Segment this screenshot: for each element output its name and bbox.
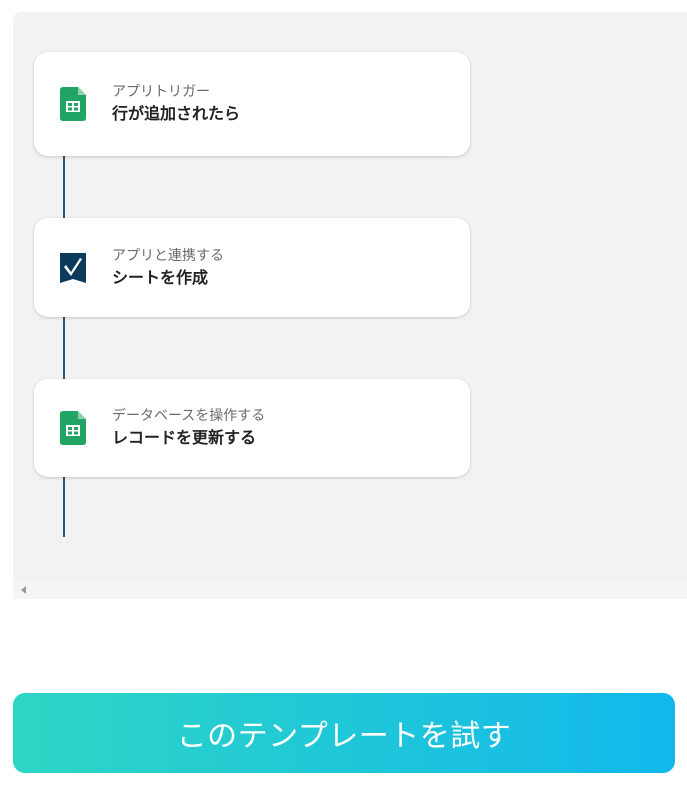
flow-step-trigger[interactable]: アプリトリガー 行が追加されたら xyxy=(34,52,470,156)
flow-step-app-integration[interactable]: アプリと連携する シートを作成 xyxy=(34,218,470,317)
try-template-button[interactable]: このテンプレートを試す xyxy=(13,693,675,773)
scroll-left-arrow-icon[interactable] xyxy=(21,586,26,594)
step-action-label: 行が追加されたら xyxy=(112,104,241,123)
horizontal-scrollbar[interactable] xyxy=(13,581,687,599)
flow-step-database[interactable]: データベースを操作する レコードを更新する xyxy=(34,379,470,477)
step-kind-label: アプリトリガー xyxy=(112,84,210,100)
flow-connector xyxy=(63,477,65,537)
flow-connector xyxy=(63,156,65,218)
smartsheet-icon xyxy=(60,251,86,285)
google-sheets-icon xyxy=(60,87,86,121)
flow-canvas[interactable]: アプリトリガー 行が追加されたら アプリと連携する シートを作成 xyxy=(13,12,687,599)
step-kind-label: データベースを操作する xyxy=(112,408,266,424)
flow-connector xyxy=(63,317,65,379)
step-action-label: シートを作成 xyxy=(112,267,209,287)
step-action-label: レコードを更新する xyxy=(112,428,257,447)
google-sheets-icon xyxy=(60,411,86,445)
step-kind-label: アプリと連携する xyxy=(112,247,224,264)
